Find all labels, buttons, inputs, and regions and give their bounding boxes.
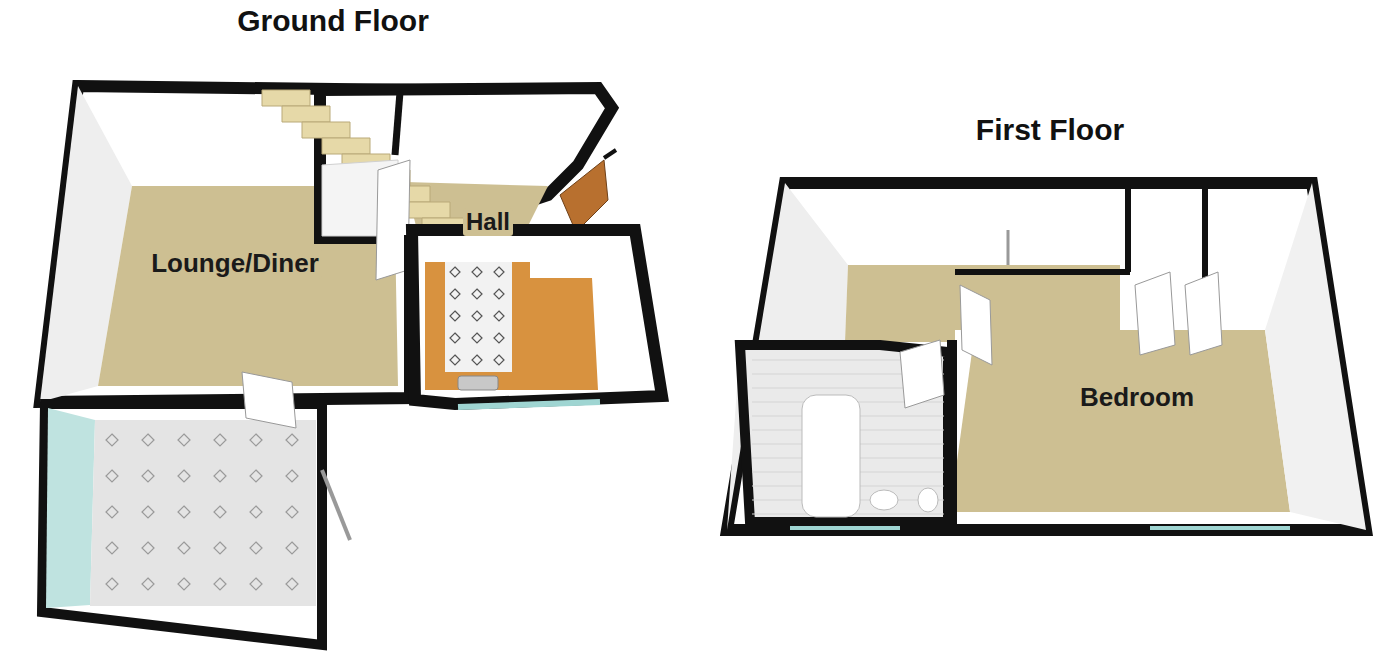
tile-diamond [142, 470, 154, 482]
tile-diamond [286, 470, 298, 482]
bedroom-floor [950, 330, 1290, 512]
tile-diamond [494, 355, 504, 365]
kitchen-walls [412, 230, 662, 404]
front-door [560, 160, 608, 232]
room-label: Bedroom [1077, 382, 1197, 413]
tile-diamond [214, 506, 226, 518]
bath [802, 395, 860, 517]
tile-diamond [178, 578, 190, 590]
tile-diamond [250, 506, 262, 518]
sink [458, 376, 498, 390]
tile-diamond [214, 434, 226, 446]
tile-diamond [250, 542, 262, 554]
floor-plan: First FloorBedroom [720, 105, 1380, 545]
tile-diamond [472, 311, 482, 321]
tile-pattern [450, 267, 504, 365]
tile-diamond [450, 355, 460, 365]
floor-heading: First Floor [720, 113, 1380, 147]
conservatory-floor [90, 420, 316, 606]
room-label: Hall [463, 208, 513, 236]
tile-diamond [106, 578, 118, 590]
tile-diamond [494, 311, 504, 321]
ground-floor-plan [40, 86, 662, 645]
tile-diamond [250, 470, 262, 482]
stair-step [282, 106, 330, 122]
cupboard-wall [1125, 186, 1131, 272]
side-wall [1265, 183, 1366, 530]
window [1150, 526, 1290, 530]
tile-diamond [250, 578, 262, 590]
kitchen-floor [425, 262, 598, 390]
door [1135, 272, 1175, 355]
tile-diamond [142, 542, 154, 554]
tile-pattern [106, 434, 298, 590]
door [242, 372, 296, 428]
tile-diamond [214, 542, 226, 554]
tile-diamond [494, 267, 504, 277]
hall-wall [395, 92, 400, 155]
internal-wall [955, 269, 1130, 275]
basin [870, 490, 898, 510]
tile-diamond [450, 311, 460, 321]
internal-wall [947, 340, 957, 524]
tile-diamond [250, 434, 262, 446]
tile-diamond [106, 470, 118, 482]
hall-walls [320, 88, 612, 238]
toilet [918, 488, 938, 512]
conservatory-walls [42, 404, 322, 645]
tile-diamond [286, 506, 298, 518]
fixture [1007, 230, 1010, 265]
room: Lounge/Diner [144, 246, 326, 281]
kitchen-tiles [445, 262, 512, 372]
tile-diamond [178, 434, 190, 446]
tile-diamond [450, 267, 460, 277]
room: Bedroom [1073, 380, 1201, 415]
tile-diamond [214, 470, 226, 482]
tile-diamond [450, 289, 460, 299]
tile-diamond [178, 542, 190, 554]
tile-diamond [106, 542, 118, 554]
tile-diamond [106, 434, 118, 446]
door [322, 470, 350, 540]
window [790, 526, 900, 530]
tile-diamond [450, 333, 460, 343]
tile-diamond [494, 289, 504, 299]
door-light [604, 150, 616, 158]
room: Hall [459, 206, 517, 238]
tile-diamond [178, 470, 190, 482]
room-label: Lounge/Diner [148, 248, 322, 279]
tile-diamond [142, 434, 154, 446]
tile-diamond [178, 506, 190, 518]
first-floor-plan [727, 183, 1366, 530]
tile-diamond [494, 333, 504, 343]
tile-diamond [106, 506, 118, 518]
tile-diamond [286, 434, 298, 446]
first-floor-walls [727, 183, 1366, 530]
door [960, 285, 992, 365]
stair-step [322, 138, 370, 154]
tile-diamond [214, 578, 226, 590]
tile-diamond [472, 333, 482, 343]
tile-diamond [472, 355, 482, 365]
door [1185, 272, 1222, 355]
window [458, 402, 600, 407]
door [900, 340, 944, 408]
tile-diamond [286, 578, 298, 590]
stair-step [302, 122, 350, 138]
cupboard-wall [1202, 186, 1208, 280]
stair-step [262, 90, 310, 106]
glass-wall [46, 408, 95, 608]
tile-diamond [142, 578, 154, 590]
tile-diamond [286, 542, 298, 554]
tile-diamond [472, 289, 482, 299]
floor-heading: Ground Floor [20, 4, 646, 38]
floor-plan: Ground FloorLounge/Diner Hall [20, 0, 646, 650]
tile-diamond [142, 506, 154, 518]
tile-diamond [472, 267, 482, 277]
